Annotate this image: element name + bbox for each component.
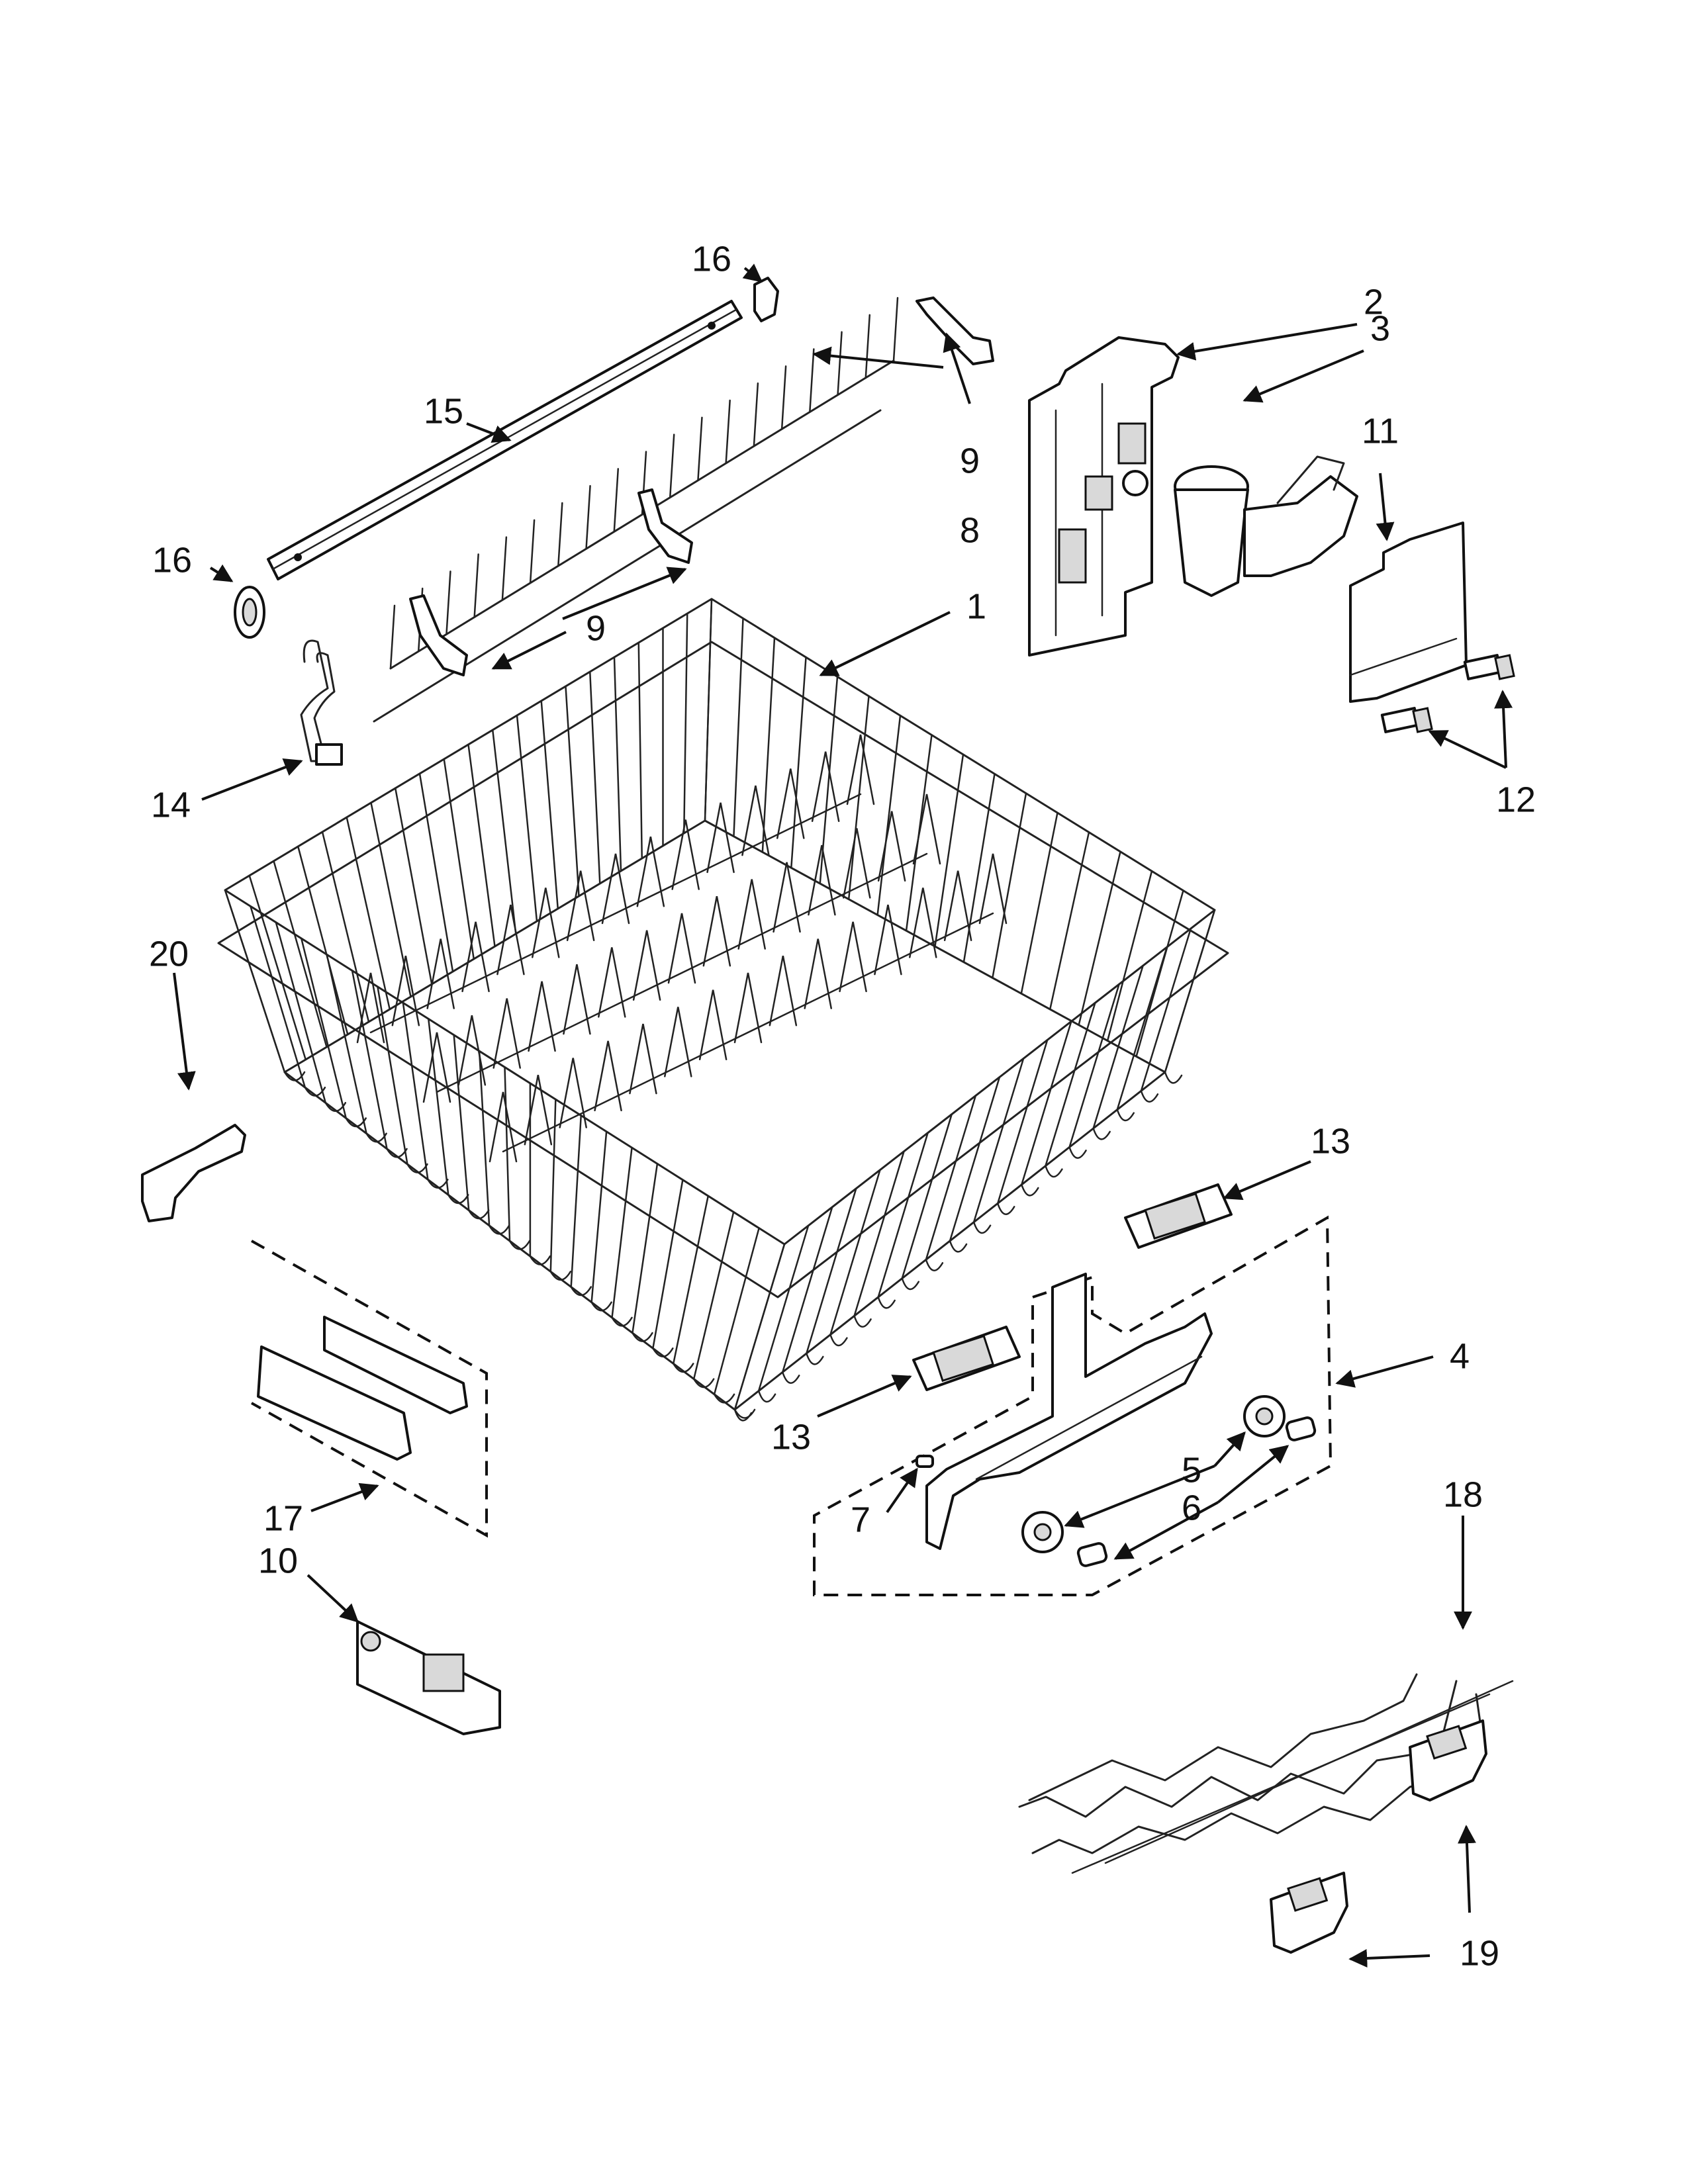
callout-7: 7 xyxy=(851,1500,870,1539)
part-7-pin xyxy=(915,1455,934,1468)
part-1-upper-rack xyxy=(217,598,1229,1422)
part-17-group xyxy=(251,1240,488,1538)
part-14-wire-hook xyxy=(300,639,343,766)
callout-9-middle: 9 xyxy=(586,608,606,648)
leader-11 xyxy=(1376,473,1395,541)
leader-9-right xyxy=(562,567,687,620)
leader-13-bottom xyxy=(817,1375,912,1418)
leader-6-a xyxy=(1217,1445,1289,1504)
callout-6: 6 xyxy=(1182,1488,1201,1527)
part-8-tine-row xyxy=(373,296,899,723)
callout-13-top: 13 xyxy=(1311,1121,1350,1161)
leader-14 xyxy=(201,758,303,801)
callout-16-top: 16 xyxy=(692,239,731,279)
leader-9-top xyxy=(943,332,971,404)
callout-1: 1 xyxy=(966,586,986,626)
callout-12: 12 xyxy=(1496,780,1536,819)
leader-10 xyxy=(306,1574,359,1623)
callout-16-left: 16 xyxy=(152,540,192,580)
callout-11: 11 xyxy=(1362,411,1399,451)
leader-6-b xyxy=(1113,1501,1219,1560)
part-10-track-stop xyxy=(356,1620,501,1735)
leader-5-a xyxy=(1213,1431,1246,1467)
part-20-handle xyxy=(141,1124,246,1222)
leader-7 xyxy=(886,1467,918,1514)
leader-9-left xyxy=(491,631,567,670)
callout-9-top: 9 xyxy=(960,441,980,480)
leader-2 xyxy=(1176,323,1358,361)
part-13-clip-upper xyxy=(1124,1183,1233,1249)
part-5-wheel-lower xyxy=(1021,1511,1064,1553)
part-6-axle-upper xyxy=(1285,1416,1317,1441)
leader-8 xyxy=(812,346,944,369)
part-12-screw-lower xyxy=(1380,707,1433,733)
part-5-wheel-upper xyxy=(1243,1395,1286,1437)
callout-13-bottom: 13 xyxy=(771,1417,811,1457)
callout-2: 2 xyxy=(1364,282,1383,322)
leader-4 xyxy=(1335,1355,1434,1388)
callout-4: 4 xyxy=(1450,1336,1470,1376)
callout-8: 8 xyxy=(960,510,980,550)
callout-18: 18 xyxy=(1443,1475,1483,1514)
part-9-clip-top xyxy=(915,296,994,365)
part-16-end-cap-top xyxy=(753,277,779,322)
leader-13-top xyxy=(1223,1160,1311,1201)
part-13-clip-lower xyxy=(912,1326,1021,1391)
part-9-clip-middle xyxy=(637,488,693,564)
leader-16-top xyxy=(742,263,763,283)
callout-20: 20 xyxy=(149,934,189,974)
part-16-end-cap-left xyxy=(234,586,265,639)
callout-3: 3 xyxy=(1370,308,1390,348)
part-3-adjuster-arm xyxy=(1174,455,1358,597)
part-19-clip-lower xyxy=(1270,1872,1348,1954)
leader-20 xyxy=(173,972,196,1091)
part-9-clip-lower xyxy=(409,594,468,676)
leader-19-a xyxy=(1457,1825,1476,1913)
callout-10: 10 xyxy=(258,1541,298,1580)
callout-numbers: 16 15 16 8 9 9 1 2 3 11 12 14 20 13 13 4… xyxy=(149,239,1536,1973)
leader-3 xyxy=(1243,349,1364,403)
leader-12-b xyxy=(1428,730,1507,769)
leader-lines xyxy=(173,263,1513,1968)
part-6-axle-lower xyxy=(1076,1542,1108,1567)
callout-19: 19 xyxy=(1460,1933,1499,1973)
callout-5: 5 xyxy=(1182,1450,1201,1490)
leader-12-a xyxy=(1494,690,1513,768)
callout-17: 17 xyxy=(263,1498,303,1538)
leader-16-left xyxy=(209,564,234,582)
part-11-cover xyxy=(1349,522,1468,703)
part-4-group xyxy=(813,1215,1333,1596)
leader-17 xyxy=(310,1482,379,1512)
leader-19-b xyxy=(1348,1948,1430,1968)
part-2-adjuster-housing xyxy=(1028,336,1180,657)
part-19-clip-upper xyxy=(1409,1719,1487,1801)
part-12-screw-upper xyxy=(1463,654,1515,680)
callout-14: 14 xyxy=(151,785,191,825)
leader-15 xyxy=(466,422,512,443)
callout-15: 15 xyxy=(424,391,463,431)
leader-1 xyxy=(819,611,951,676)
leader-5-b xyxy=(1064,1465,1215,1528)
